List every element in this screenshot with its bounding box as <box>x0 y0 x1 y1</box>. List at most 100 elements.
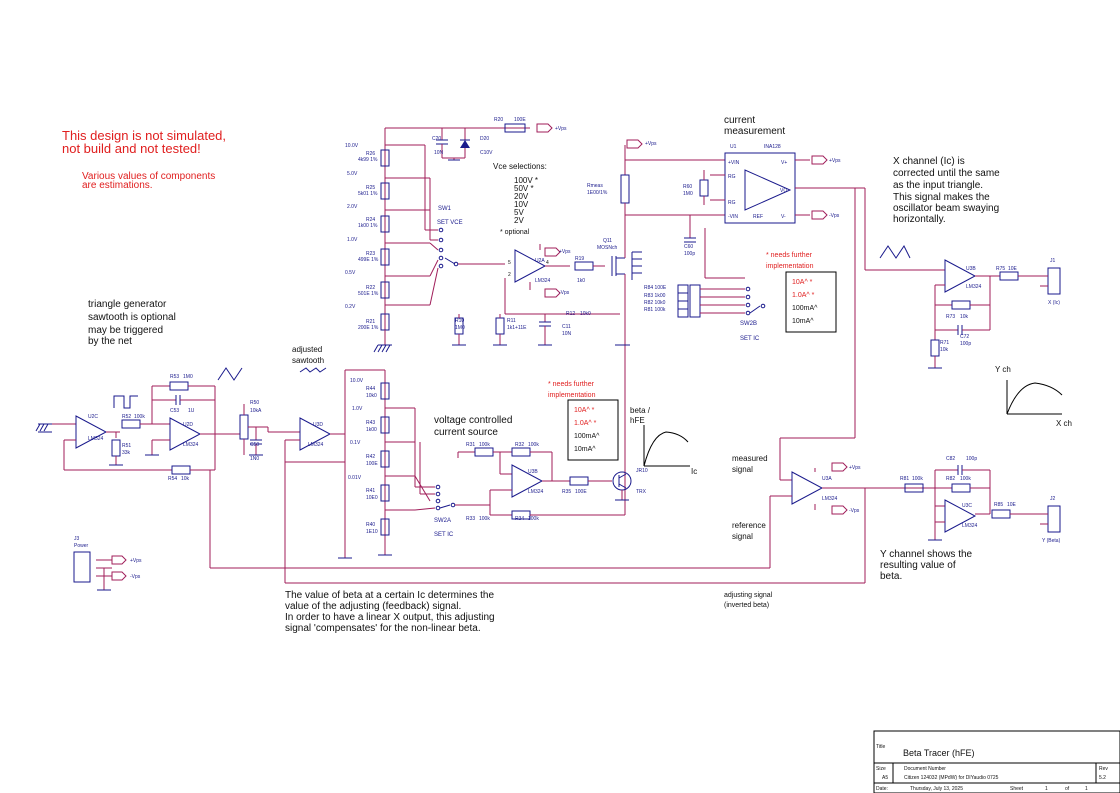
title-block <box>873 730 1120 793</box>
note-estimations-2: are estimations. <box>82 180 153 191</box>
j1-value: X (Ic) <box>1048 300 1060 306</box>
r41-ref: R41 <box>366 488 375 494</box>
beta-hfe-1: beta / <box>630 406 651 415</box>
r25-value: 5k01 1% <box>358 191 378 197</box>
r71-ref: R71 <box>940 340 949 346</box>
ic-box-a-1: 1.0A^ * <box>574 420 597 427</box>
date-label: Date: <box>876 786 888 792</box>
u1-pin-ref: REF <box>753 214 763 220</box>
vce-opt-4: 5V <box>514 208 524 217</box>
r33-value: 100k <box>479 516 490 522</box>
r31-ref: R31 <box>466 442 475 448</box>
c20-value: 10N <box>434 150 444 156</box>
square-wave-icon <box>113 395 138 409</box>
vce-selections-title: Vce selections: <box>493 162 547 171</box>
triangle-wave-icon <box>217 367 243 381</box>
docnum-value: Citizen 124032 (MPdW) for DIYaudio 0725 <box>904 775 999 781</box>
r60-value: 1M0 <box>683 191 693 197</box>
triangle-wave-icon-x <box>879 245 911 259</box>
u1-vms-label: -Vps <box>829 213 840 219</box>
u3b-vcs-ref: U3B <box>528 469 538 475</box>
u2a-vps-label: +Vps <box>559 249 571 255</box>
adjusting-signal-2: (inverted beta) <box>724 602 769 609</box>
u3b-opamp-x <box>864 188 1061 369</box>
ych-note-2: resulting value of <box>880 560 956 571</box>
note-estimations-1: Various values of components <box>82 171 215 182</box>
u1-pin-min: -VIN <box>728 214 738 220</box>
r35-value: 100E <box>575 489 587 495</box>
sw1-switch <box>424 145 505 306</box>
r50-ref: R50 <box>250 400 259 406</box>
c72-value: 100p <box>960 341 971 347</box>
r52-ref: R52 <box>122 414 131 420</box>
of-label: of <box>1065 786 1070 792</box>
adjusting-signal-1: adjusting signal <box>724 592 773 599</box>
c20-ref: C20 <box>432 136 441 142</box>
measured-signal-2: signal <box>732 465 753 474</box>
j3-ref: J3 <box>74 536 80 542</box>
v1-label: 1.0V <box>347 237 358 243</box>
ych-axis-label: Y ch <box>995 365 1011 374</box>
sw2a-value: SET IC <box>434 532 454 538</box>
r23-value: 499E 1% <box>358 257 379 263</box>
c60-value: 100p <box>684 251 695 257</box>
rmeas-supply-label: +Vps <box>645 141 657 147</box>
r43-value: 1k00 <box>366 427 377 433</box>
u3a-vms-label: -Vps <box>849 508 860 514</box>
jr10-value: TRX <box>636 489 647 495</box>
r85-value: 10E <box>1007 502 1017 508</box>
q11-mosfet <box>611 220 642 314</box>
r11-ref: R11 <box>507 318 516 324</box>
r24-ref: R24 <box>366 217 375 223</box>
sw1-ref: SW1 <box>438 206 452 212</box>
jr10-ref: JR10 <box>636 468 648 474</box>
adjusted-sawtooth-1: adjusted <box>292 345 322 354</box>
r54-value: 10k <box>181 476 190 482</box>
j3-value: Power <box>74 543 89 549</box>
beta-hfe-2: hFE <box>630 416 645 425</box>
sw1-value: SET VCE <box>437 220 463 226</box>
needs-impl-a-2: implementation <box>548 392 596 399</box>
r33-ref: R33 <box>466 516 475 522</box>
r60-ref: R60 <box>683 184 692 190</box>
vce-opt-2: 20V <box>514 192 529 201</box>
v05-label: 0.5V <box>345 270 356 276</box>
u3c-ref: U3C <box>962 503 972 509</box>
sw2b-value: SET IC <box>740 336 760 342</box>
sw2a-ref: SW2A <box>434 518 451 524</box>
u3d-opamp <box>284 370 346 558</box>
warning-not-simulated-2: not build and not tested! <box>62 141 201 156</box>
xch-note-5: oscillator beam swaying <box>893 203 999 214</box>
r42-value: 100E <box>366 461 378 467</box>
u3a-ref: U3A <box>822 476 832 482</box>
r20-value: 100E <box>514 117 526 123</box>
c72-ref: C72 <box>960 334 969 340</box>
r51-value: 33k <box>122 450 131 456</box>
ic-box-b-2: 100mA^ <box>792 305 818 312</box>
c60-ref: C60 <box>684 244 693 250</box>
r85-ref: R85 <box>994 502 1003 508</box>
c11-ref: C11 <box>562 324 571 330</box>
needs-impl-b-2: implementation <box>766 263 814 270</box>
ground-symbols <box>35 344 630 559</box>
r35-ref: R35 <box>562 489 571 495</box>
u3c-value: LM324 <box>962 523 978 529</box>
r82b-value: 100k <box>960 476 971 482</box>
beta-note-1: The value of beta at a certain Ic determ… <box>285 590 494 601</box>
rmeas-value: 1E00/1% <box>587 190 608 196</box>
u2a-ref: U2A <box>535 258 545 264</box>
ic-divider <box>345 369 490 556</box>
j2-value: Y (Beta) <box>1042 538 1061 544</box>
r26-value: 4k99 1% <box>358 157 378 163</box>
q11-value: MOSNch <box>597 245 618 251</box>
u3b-x-ref: U3B <box>966 266 976 272</box>
u2a-value: LM324 <box>535 278 551 284</box>
rmeas-ref: Rmeas <box>587 183 603 189</box>
ych-note-3: beta. <box>880 571 902 582</box>
u1-pin-vo: VO <box>780 188 787 194</box>
vce-divider <box>373 127 530 353</box>
u3a-value: LM324 <box>822 496 838 502</box>
u1-pin-rg2: RG <box>728 200 736 206</box>
u2d-value: LM324 <box>183 442 199 448</box>
u2d-ref: U2D <box>183 422 193 428</box>
